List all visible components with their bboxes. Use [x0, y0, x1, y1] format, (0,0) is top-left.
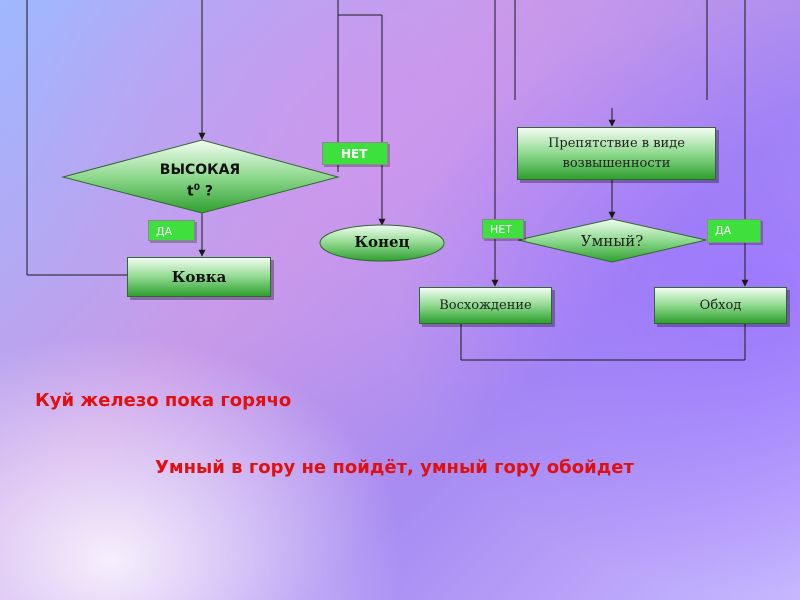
end-terminator [319, 224, 445, 262]
process-box-forging: Ковка [127, 257, 271, 297]
yes-label-left: ДА [148, 220, 195, 241]
decision-temperature-text: ВЫСОКАЯ t0 ? [130, 161, 270, 201]
decision-diamond-smart [517, 218, 707, 263]
end-text: Конец [354, 233, 410, 251]
no-label-left: НЕТ [322, 142, 388, 165]
proverb-forge-iron: Куй железо пока горячо [35, 390, 292, 411]
process-box-obstacle: Препятствие в виде возвышенности [517, 127, 716, 180]
action-box-detour: Обход [654, 287, 787, 324]
connector-lines [26, 0, 749, 361]
decision-diamond-temperature [61, 139, 340, 214]
proverb-smart-mountain: Умный в гору не пойдёт, умный гору обойд… [155, 457, 634, 478]
decision-temperature-line1: ВЫСОКАЯ [159, 162, 241, 178]
decision-smart-text: Умный? [580, 232, 644, 250]
no-label-right: НЕТ [482, 219, 524, 239]
action-box-ascent: Восхождение [419, 287, 552, 324]
decision-temperature-line2: t0 ? [187, 183, 213, 200]
yes-label-right: ДА [707, 219, 761, 243]
